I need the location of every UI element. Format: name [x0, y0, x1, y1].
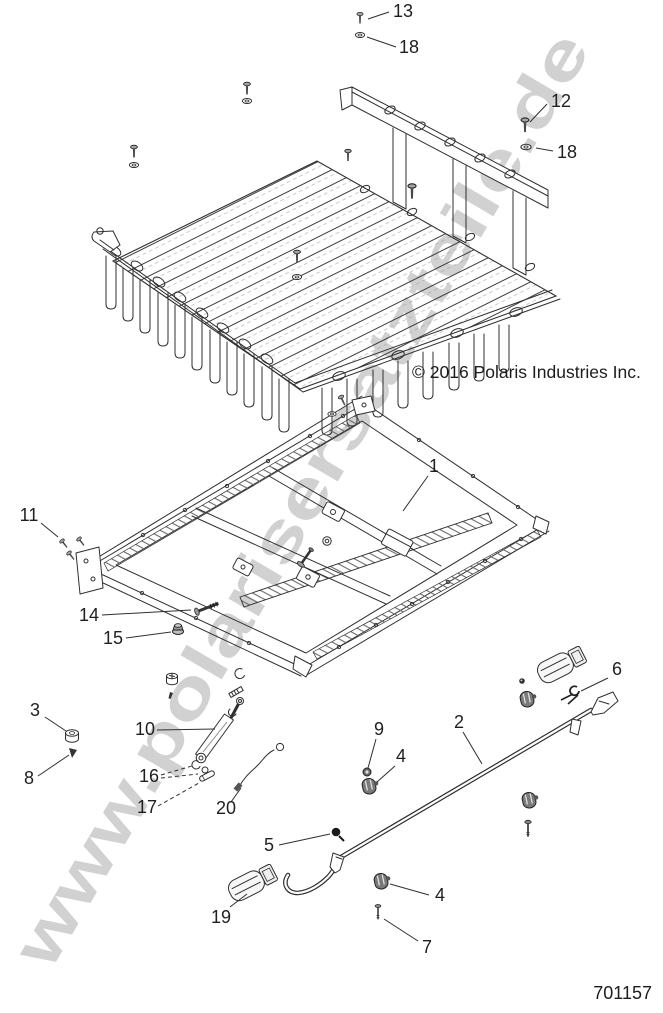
callout-label: 11: [20, 505, 39, 525]
washer-icon: [291, 274, 303, 280]
callout-20: 20: [216, 787, 242, 818]
callout-17: 17: [137, 782, 200, 817]
washer-icon: [241, 98, 253, 104]
callout-label: 17: [137, 797, 157, 817]
callout-9: 9: [367, 719, 384, 769]
callout-label: 3: [30, 700, 40, 720]
clamp-icon: [520, 790, 541, 810]
callout-10: 10: [135, 719, 216, 739]
callout-label: 4: [435, 885, 445, 905]
bolt-icon: [296, 547, 314, 568]
callout-6: 6: [580, 659, 622, 692]
screw-icon: [243, 81, 251, 95]
callout-4a: 4: [376, 746, 406, 783]
screw-icon: [407, 183, 417, 200]
copyright-text: © 2016 Polaris Industries Inc.: [412, 362, 641, 382]
callout-label: 8: [24, 768, 34, 788]
washer-icon: [128, 162, 140, 168]
callout-14: 14: [79, 605, 192, 625]
bolt-14: [194, 601, 219, 616]
splined-pin: [228, 685, 244, 699]
pin-17: [199, 770, 215, 782]
callout-label: 15: [103, 628, 123, 648]
callout-label: 5: [264, 835, 274, 855]
washer-18: [520, 143, 532, 151]
bed-frame-drawing: [75, 393, 550, 678]
callout-16: 16: [139, 765, 199, 786]
part-number: 701157: [593, 983, 652, 1003]
clip-icon: [234, 668, 245, 680]
callout-label: 7: [422, 937, 432, 957]
callout-4b: 4: [389, 883, 445, 905]
nut-highlight: [520, 679, 523, 682]
pin-8: [69, 748, 77, 758]
nut-15: [172, 623, 184, 635]
callout-label: 18: [557, 142, 577, 162]
roller-pad-19: [228, 863, 278, 902]
callout-label: 6: [612, 659, 622, 679]
callout-18b: 18: [535, 142, 577, 162]
clamp-icon: [518, 689, 539, 709]
bushing-3: [65, 729, 79, 743]
callout-label: 14: [79, 605, 99, 625]
callout-label: 16: [139, 766, 159, 786]
pin-icon: [168, 692, 173, 699]
callout-19: 19: [211, 893, 248, 927]
washer-icon: [327, 411, 337, 417]
pivot-rod-drawing: [283, 691, 619, 896]
nut-icon: [322, 536, 332, 546]
cap-bushing: [166, 672, 178, 686]
bolt-icon: [524, 819, 532, 838]
callout-18a: 18: [366, 36, 419, 57]
callout-label: 1: [429, 456, 439, 476]
screw-icon: [344, 148, 352, 162]
callout-5: 5: [264, 833, 331, 855]
callout-12: 12: [529, 91, 571, 123]
watermark-text: www.polarisersatzteile.de: [0, 19, 604, 980]
callout-label: 9: [374, 719, 384, 739]
callout-label: 18: [399, 37, 419, 57]
callout-7: 7: [383, 918, 432, 957]
box-front-ribs: [105, 255, 290, 433]
callout-1: 1: [402, 456, 439, 512]
washer-18: [354, 32, 366, 38]
callout-label: 10: [135, 719, 155, 739]
callout-label: 13: [393, 1, 413, 21]
callout-label: 19: [211, 907, 231, 927]
callout-2: 2: [454, 712, 483, 765]
spring-clip-6: [560, 685, 580, 705]
callout-label: 2: [454, 712, 464, 732]
callout-15: 15: [103, 628, 172, 648]
callout-label: 20: [216, 798, 236, 818]
callout-label: 12: [551, 91, 571, 111]
callout-8: 8: [24, 754, 70, 788]
callout-13: 13: [367, 1, 413, 21]
cable-20: [233, 742, 285, 792]
gas-strut: [195, 697, 244, 764]
roller-pad-6: [537, 645, 587, 684]
clamp-4a: [360, 776, 381, 796]
cargo-box-drawing: [91, 81, 561, 436]
clip-16: [191, 760, 201, 770]
callout-label: 4: [396, 746, 406, 766]
screw-icon: [130, 144, 138, 158]
bolt-7: [374, 903, 382, 921]
clamp-4b: [372, 871, 393, 891]
screw-13: [356, 11, 364, 24]
ring-16: [201, 766, 209, 774]
callout-3: 3: [30, 700, 67, 732]
box-corner-bracket: [91, 227, 121, 253]
callout-11: 11: [20, 505, 59, 538]
nut-9: [362, 767, 372, 777]
ball-stud-5: [331, 827, 345, 842]
